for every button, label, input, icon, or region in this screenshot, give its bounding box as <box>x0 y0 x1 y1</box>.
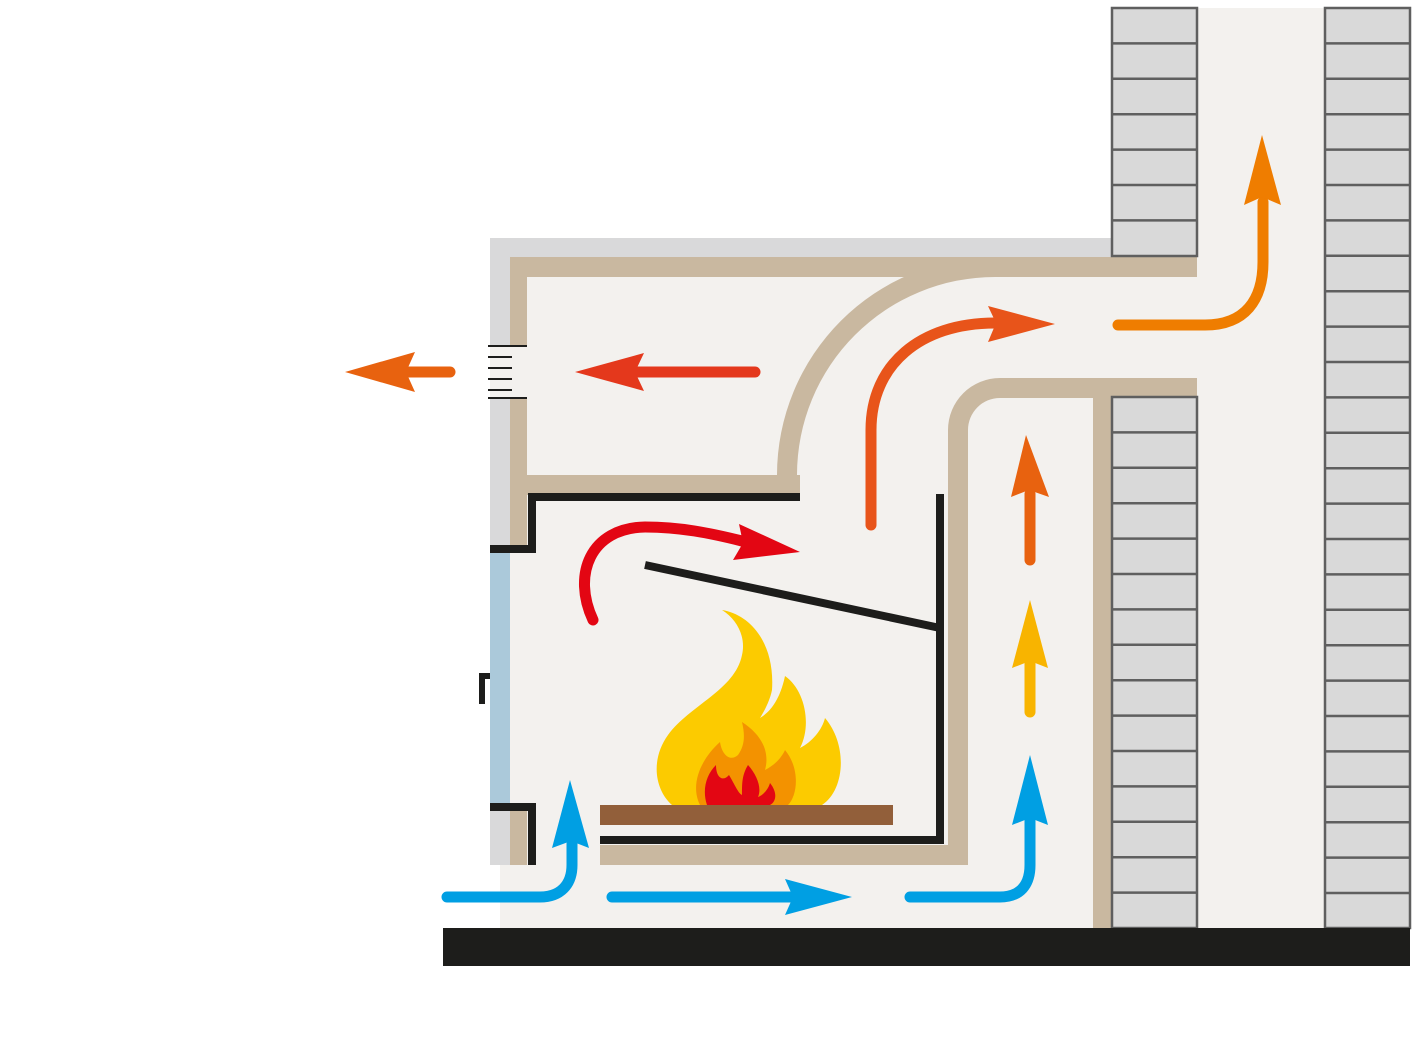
firebox-steel <box>479 493 944 865</box>
arrow-shaft <box>904 815 1036 903</box>
arrow-head <box>1012 600 1048 668</box>
arrow-head <box>988 306 1055 342</box>
arrow-shaft <box>1112 196 1269 331</box>
arrow-head <box>1012 755 1048 825</box>
arrow-head <box>1244 135 1281 205</box>
chimney-brickwork <box>1110 6 1412 930</box>
hood-air-arrow <box>575 353 761 391</box>
arrow-head <box>552 780 589 848</box>
arrow-head <box>345 352 415 392</box>
insulation-top-band <box>510 257 1197 277</box>
convection-hot-arrow <box>1011 435 1049 566</box>
arrow-shaft <box>865 317 1001 531</box>
cold-air-intake-front-arrow <box>441 780 589 903</box>
cold-air-rear-arrow <box>904 755 1048 903</box>
firebox-bottom-front <box>490 803 536 865</box>
grate <box>600 805 893 825</box>
insulation-left-band <box>510 257 527 552</box>
baffle-plate <box>644 561 941 632</box>
insulation-left-lower <box>510 807 527 865</box>
brick-wall-left-lower <box>1110 395 1199 930</box>
casing-left-lower <box>490 807 510 865</box>
vent-grille-icon <box>488 345 527 399</box>
convection-warm-arrow <box>1012 600 1048 718</box>
arrow-head <box>1011 435 1049 497</box>
casing-top <box>490 238 1112 258</box>
warm-air-outlet-arrow <box>345 352 456 392</box>
door-handle-icon <box>479 673 490 704</box>
insulation-hood-bottom <box>510 475 800 495</box>
brick-wall-left-upper <box>1110 6 1199 258</box>
flame-outer <box>656 610 841 805</box>
insulation-flue-curve <box>777 257 995 475</box>
chimney-exhaust-arrow <box>1112 135 1281 331</box>
firebox-back-and-floor <box>600 494 944 844</box>
arrow-shaft <box>579 521 748 626</box>
airflow-arrows <box>345 135 1281 915</box>
combustion-gas-arrow <box>579 521 800 626</box>
flame-core <box>704 765 776 805</box>
insulation-chimney-wall <box>1093 397 1112 928</box>
glass-door <box>490 552 510 807</box>
floor <box>443 928 1410 966</box>
arrow-head <box>785 879 852 915</box>
arrow-head <box>575 353 644 391</box>
insulation <box>510 257 1197 928</box>
arrow-shaft <box>441 838 578 903</box>
firebox-top-plate <box>490 493 800 553</box>
insulation-firebox-floor <box>600 845 968 865</box>
enclosure-interior <box>500 256 1112 928</box>
cold-air-floor-arrow <box>606 879 852 915</box>
interior-background <box>500 8 1325 928</box>
arrow-head <box>733 524 800 560</box>
flue-gas-arrow <box>865 306 1055 531</box>
flame-icon <box>656 610 841 805</box>
